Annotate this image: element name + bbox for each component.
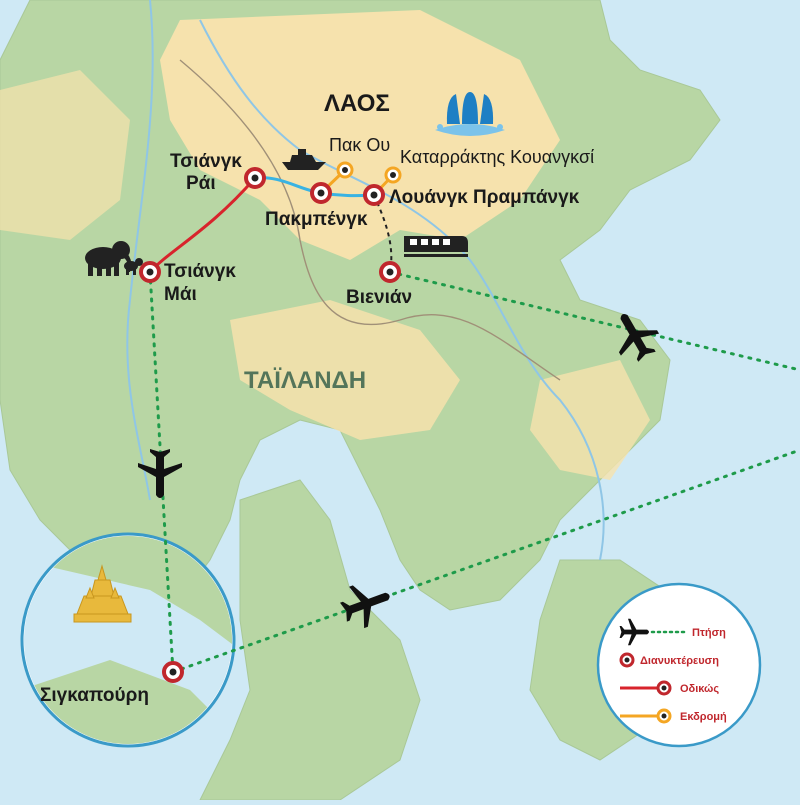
label-thailand: ΤΑΪΛΑΝΔΗ: [244, 367, 366, 394]
label-vientiane: Βιενιάν: [346, 287, 412, 308]
train-icon: [404, 236, 468, 257]
border-line: [179, 59, 561, 381]
legend-flight-label: Πτήση: [692, 627, 726, 639]
legend-overnight-label: Διανυκτέρευση: [640, 655, 719, 667]
marker-vientiane[interactable]: [379, 261, 401, 283]
flight-route-singapore-east: [171, 448, 800, 674]
highland-mid: [230, 300, 460, 440]
label-chiang-mai-line2: Μάι: [164, 284, 197, 305]
marker-singapore[interactable]: [162, 661, 184, 683]
label-chiang-rai-line2: Ράι: [186, 173, 216, 194]
waterfall-icon: [435, 92, 505, 136]
land-peninsula: [199, 479, 421, 801]
boat-icon: [282, 149, 326, 170]
label-chiang-mai-line1: Τσιάνγκ: [164, 261, 236, 282]
marker-chiang-rai[interactable]: [244, 167, 266, 189]
river-mekong: [199, 19, 605, 561]
highland-west: [0, 70, 130, 240]
marker-chiang-mai[interactable]: [139, 261, 161, 283]
airplane-icon: [340, 585, 390, 629]
legend-road-label: Οδικώς: [680, 683, 719, 695]
label-pakbeng: Πακμπένγκ: [265, 209, 368, 230]
legend: Πτήση Διανυκτέρευση Οδικώς Εκδρομή: [596, 582, 762, 748]
highland-north: [160, 10, 560, 260]
airplane-icon: [619, 618, 650, 646]
legend-item-overnight: Διανυκτέρευση: [619, 652, 719, 668]
label-singapore: Σιγκαπούρη: [40, 685, 149, 706]
legend-item-excursion: Εκδρομή: [620, 708, 727, 724]
marker-pak-ou[interactable]: [336, 161, 354, 179]
label-laos: ΛΑΟΣ: [324, 90, 390, 117]
label-kuang-si: Καταρράκτης Κουανγκσί: [400, 147, 594, 167]
marker-kuang-si[interactable]: [384, 166, 402, 184]
river-west: [126, 0, 154, 501]
label-chiang-rai-line1: Τσιάνγκ: [170, 151, 242, 172]
flight-route-vientiane-east: [388, 270, 800, 372]
label-luang-prabang: Λουάνγκ Πραμπάνγκ: [389, 187, 580, 208]
label-pak-ou: Πακ Ου: [329, 135, 390, 155]
pagoda-icon: [73, 564, 132, 623]
airplane-icon: [618, 313, 660, 362]
inset-land: [24, 536, 232, 744]
marker-luang-prabang[interactable]: [363, 184, 385, 206]
airplane-icon: [138, 449, 182, 498]
legend-excursion-label: Εκδρομή: [680, 711, 727, 723]
elephant-icon: [85, 241, 143, 276]
marker-pakbeng[interactable]: [310, 182, 332, 204]
highland-east: [530, 360, 650, 480]
legend-item-flight: Πτήση: [619, 618, 726, 646]
legend-item-road: Οδικώς: [620, 680, 719, 696]
legend-circle: [596, 582, 762, 748]
